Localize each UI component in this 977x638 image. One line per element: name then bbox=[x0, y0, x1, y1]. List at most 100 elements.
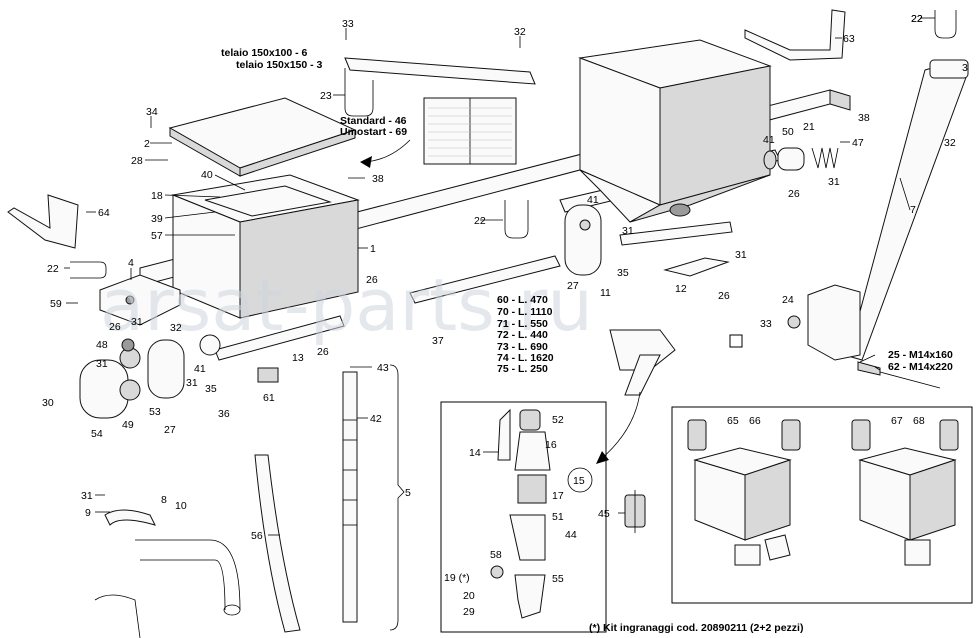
callout-31e: 31 bbox=[828, 176, 840, 188]
callout-34: 34 bbox=[146, 106, 158, 118]
u-bolts bbox=[70, 10, 957, 279]
callout-51: 51 bbox=[552, 511, 564, 523]
note-shaft-72: 72 - L. 440 bbox=[497, 329, 548, 341]
callout-54: 54 bbox=[91, 428, 103, 440]
callout-27b: 27 bbox=[567, 280, 579, 292]
note-telaio-100: telaio 150x100 - 6 bbox=[221, 47, 308, 59]
callout-26d: 26 bbox=[788, 188, 800, 200]
callout-47: 47 bbox=[852, 137, 864, 149]
callout-32c: 32 bbox=[944, 137, 956, 149]
note-telaio-150: telaio 150x150 - 3 bbox=[236, 59, 323, 71]
plate-12 bbox=[663, 257, 730, 277]
shaft-fittings bbox=[763, 147, 839, 171]
note-shaft-60: 60 - L. 470 bbox=[497, 294, 548, 306]
bracket-64 bbox=[7, 194, 79, 249]
callout-4: 4 bbox=[128, 257, 134, 269]
bracket-63 bbox=[744, 9, 846, 61]
right-hopper bbox=[578, 39, 772, 223]
flat-bar bbox=[344, 57, 536, 85]
callout-38: 38 bbox=[372, 173, 384, 185]
variant-right bbox=[851, 419, 959, 566]
callout-7: 7 bbox=[910, 204, 916, 216]
note-bolt-62: 62 - M14x220 bbox=[888, 361, 953, 373]
callout-11: 11 bbox=[600, 287, 611, 299]
callout-24: 24 bbox=[782, 294, 794, 306]
callout-21: 21 bbox=[803, 121, 815, 133]
agitator-45 bbox=[624, 490, 646, 533]
callout-26a: 26 bbox=[366, 274, 378, 286]
callout-14: 14 bbox=[469, 447, 481, 459]
callout-59: 59 bbox=[50, 298, 62, 310]
callout-29: 29 bbox=[463, 606, 475, 618]
callout-37: 37 bbox=[432, 335, 444, 347]
callout-66: 66 bbox=[749, 415, 761, 427]
inset-hopper-variants bbox=[671, 406, 973, 604]
callout-58: 58 bbox=[490, 549, 502, 561]
callout-61: 61 bbox=[263, 392, 275, 404]
inset-feeder bbox=[440, 401, 607, 633]
bracket-4 bbox=[99, 274, 181, 326]
callout-31c: 31 bbox=[186, 377, 198, 389]
note-kit: (*) Kit ingranaggi cod. 20890211 (2+2 pe… bbox=[589, 622, 803, 634]
hose bbox=[254, 454, 301, 633]
note-shaft-74: 74 - L. 1620 bbox=[497, 352, 554, 364]
callout-31a: 31 bbox=[131, 316, 143, 328]
callout-53: 53 bbox=[149, 406, 161, 418]
callout-1: 1 bbox=[370, 243, 376, 255]
callout-19: 19 (*) bbox=[444, 572, 470, 584]
callout-38b: 38 bbox=[858, 112, 870, 124]
callout-55: 55 bbox=[552, 573, 564, 585]
leader-lines bbox=[64, 17, 935, 536]
watermark: arsat-parts.ru bbox=[100, 263, 593, 347]
callout-33: 33 bbox=[342, 18, 354, 30]
marker-square bbox=[729, 334, 743, 348]
callout-12: 12 bbox=[675, 283, 687, 295]
diagonal-arm bbox=[847, 59, 969, 361]
callout-26e: 26 bbox=[718, 290, 730, 302]
annotation-notes: telaio 150x100 - 6 telaio 150x150 - 3 St… bbox=[221, 47, 953, 634]
callout-33b: 33 bbox=[760, 318, 772, 330]
callout-48: 48 bbox=[96, 339, 108, 351]
callout-68: 68 bbox=[913, 415, 925, 427]
direction-arrows bbox=[360, 139, 641, 464]
callout-22d: 22 bbox=[911, 13, 923, 25]
callout-56: 56 bbox=[251, 530, 263, 542]
callout-43: 43 bbox=[377, 362, 389, 374]
callout-31f: 31 bbox=[622, 225, 634, 237]
callout-16: 16 bbox=[545, 439, 557, 451]
left-hopper bbox=[171, 174, 360, 319]
gear-assembly-left bbox=[79, 334, 279, 419]
callout-32: 32 bbox=[514, 26, 526, 38]
callout-31g: 31 bbox=[735, 249, 747, 261]
callout-41b: 41 bbox=[763, 134, 775, 146]
callout-10: 10 bbox=[175, 500, 187, 512]
variant-left bbox=[687, 419, 801, 566]
callout-22: 22 bbox=[911, 13, 923, 25]
callout-44: 44 bbox=[565, 529, 577, 541]
callout-67: 67 bbox=[891, 415, 903, 427]
callout-50: 50 bbox=[782, 126, 794, 138]
seed-plate-card bbox=[423, 97, 517, 165]
note-standard: Standard - 46 bbox=[340, 115, 407, 127]
note-bolt-25: 25 - M14x160 bbox=[888, 349, 953, 361]
callout-52: 52 bbox=[552, 414, 564, 426]
metering-unit-right bbox=[564, 204, 676, 396]
note-shaft-70: 70 - L. 1110 bbox=[497, 306, 553, 318]
callout-30: 30 bbox=[42, 397, 54, 409]
callout-22c: 22 bbox=[474, 215, 486, 227]
callout-15: 15 bbox=[573, 475, 585, 487]
callout-26c: 26 bbox=[317, 346, 329, 358]
callout-18: 18 bbox=[151, 190, 163, 202]
callout-2: 2 bbox=[144, 138, 150, 150]
callout-23: 23 bbox=[320, 90, 332, 102]
callout-3: 3 bbox=[962, 62, 968, 74]
clamp-24 bbox=[787, 284, 861, 361]
callout-31b: 31 bbox=[96, 358, 108, 370]
callout-41a: 41 bbox=[194, 363, 206, 375]
callout-26b: 26 bbox=[109, 321, 121, 333]
callout-63: 63 bbox=[843, 33, 855, 45]
callout-40: 40 bbox=[201, 169, 213, 181]
left-hopper-lid bbox=[168, 97, 357, 177]
long-bolt bbox=[857, 361, 941, 389]
